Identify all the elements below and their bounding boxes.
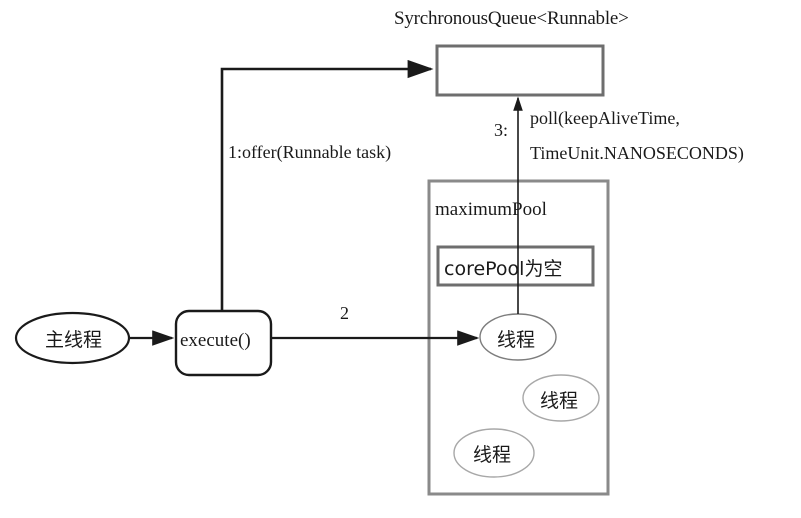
- execute-label: execute(): [180, 330, 251, 351]
- core-pool-box: [436, 245, 595, 287]
- offer-arrow-label: 1:offer(Runnable task): [228, 142, 392, 162]
- thread-label-2: 线程: [540, 390, 579, 412]
- arrow-offer-to-queue: [220, 59, 434, 312]
- poll-step-number: 3:: [494, 120, 509, 140]
- thread-ellipse-3: [453, 428, 535, 478]
- step2-arrow-label: 2: [340, 303, 349, 323]
- poll-label-line1: poll(keepAliveTime,: [530, 108, 680, 128]
- maximum-pool-label: maximumPool: [435, 199, 547, 220]
- thread-label-1: 线程: [497, 329, 536, 351]
- synchronous-queue-title: SyrchronousQueue<Runnable>: [394, 8, 629, 29]
- synchronous-queue-box: [435, 44, 605, 97]
- core-pool-label: corePool为空: [444, 258, 563, 280]
- execute-box: [174, 309, 273, 377]
- thread-ellipse-2: [522, 374, 600, 422]
- main-thread-label: 主线程: [45, 329, 103, 351]
- thread-label-3: 线程: [473, 444, 512, 466]
- main-thread-ellipse: [14, 311, 131, 365]
- poll-label-line2: TimeUnit.NANOSECONDS): [530, 143, 744, 163]
